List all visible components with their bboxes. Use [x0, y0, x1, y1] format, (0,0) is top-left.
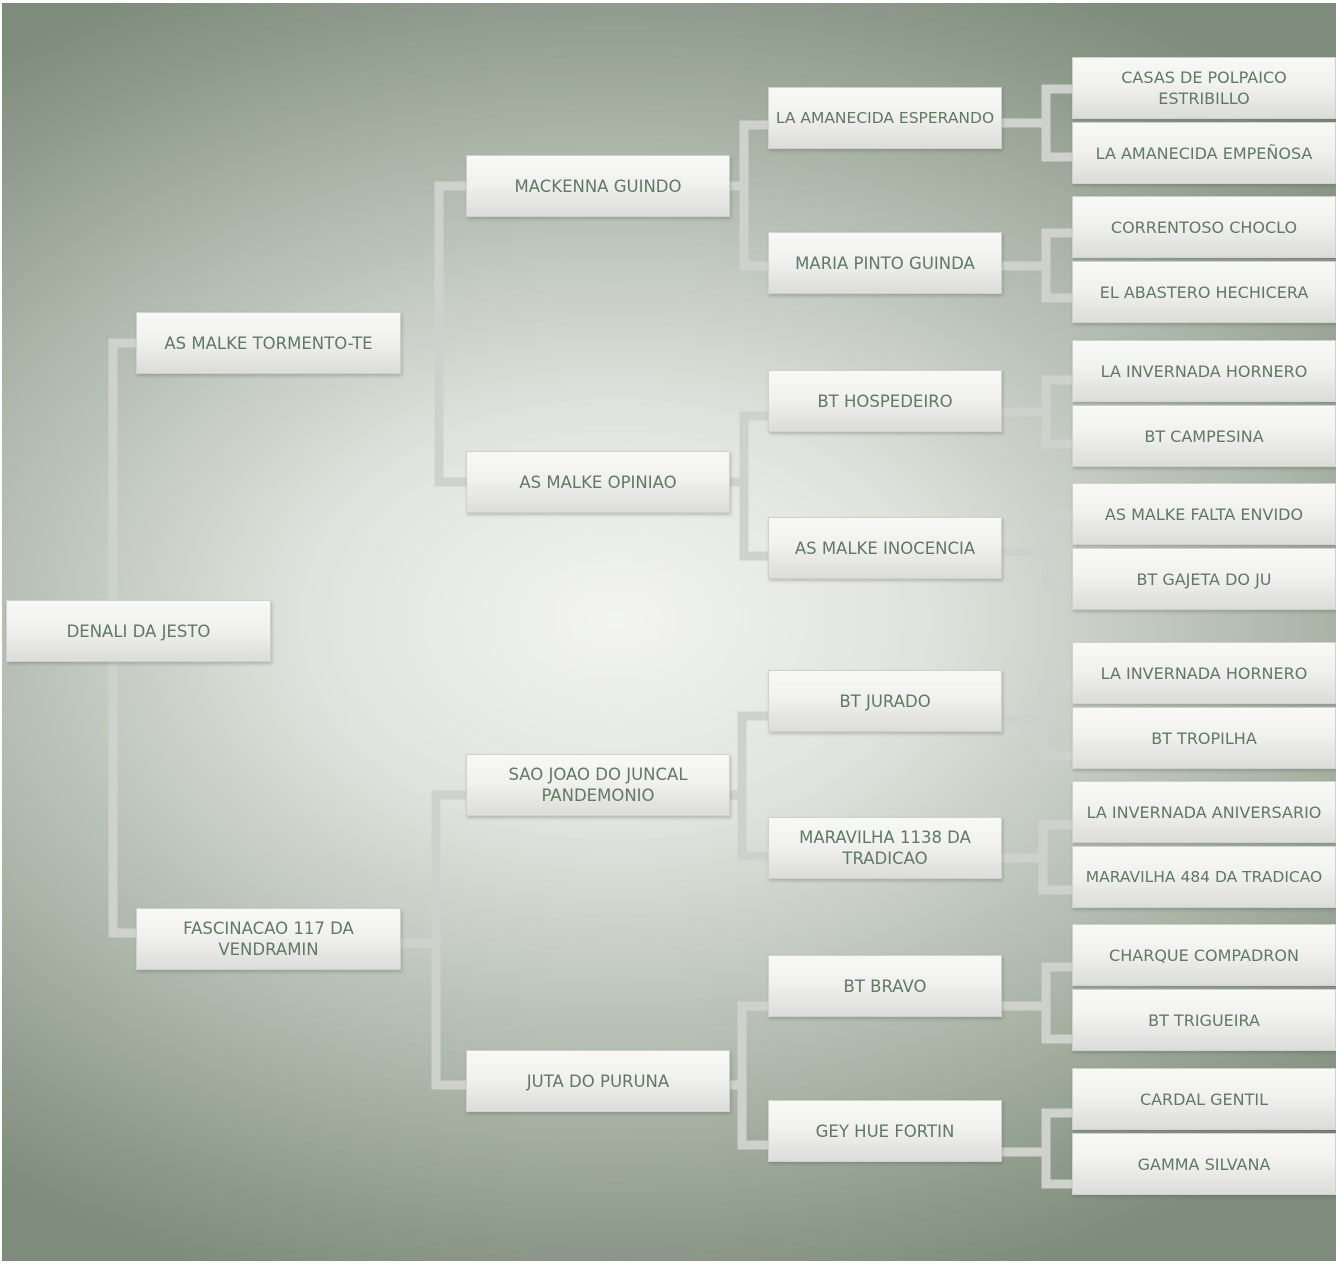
- pedigree-node-gen4-2[interactable]: LA AMANECIDA EMPEÑOSA: [1072, 122, 1336, 184]
- pedigree-chart: DENALI DA JESTO AS MALKE TORMENTO-TE FAS…: [2, 3, 1336, 1261]
- pedigree-node-gen4-15[interactable]: CARDAL GENTIL: [1072, 1068, 1336, 1130]
- pedigree-node-gen4-12[interactable]: MARAVILHA 484 DA TRADICAO: [1072, 846, 1336, 908]
- node-label: GAMMA SILVANA: [1137, 1154, 1271, 1174]
- node-label: DENALI DA JESTO: [66, 621, 211, 641]
- pedigree-node-dam-sire[interactable]: SAO JOAO DO JUNCAL PANDEMONIO: [466, 754, 730, 816]
- node-label: AS MALKE TORMENTO-TE: [164, 333, 373, 353]
- node-label: JUTA DO PURUNA: [526, 1071, 670, 1091]
- node-label: CHARQUE COMPADRON: [1109, 945, 1299, 965]
- pedigree-node-gen4-7[interactable]: AS MALKE FALTA ENVIDO: [1072, 483, 1336, 545]
- pedigree-node-gen4-4[interactable]: EL ABASTERO HECHICERA: [1072, 261, 1336, 323]
- node-label: LA INVERNADA ANIVERSARIO: [1086, 802, 1322, 822]
- node-label: FASCINACAO 117 DA VENDRAMIN: [183, 919, 354, 959]
- pedigree-node-dam-dam-sire[interactable]: BT BRAVO: [768, 955, 1002, 1017]
- node-label: AS MALKE OPINIAO: [519, 472, 677, 492]
- node-label: LA AMANECIDA EMPEÑOSA: [1095, 143, 1313, 163]
- node-label: GEY HUE FORTIN: [815, 1121, 955, 1141]
- node-label: MACKENNA GUINDO: [514, 176, 682, 196]
- pedigree-node-dam-sire-dam[interactable]: MARAVILHA 1138 DA TRADICAO: [768, 817, 1002, 879]
- node-label: MARIA PINTO GUINDA: [795, 253, 975, 273]
- pedigree-node-sire-dam[interactable]: AS MALKE OPINIAO: [466, 451, 730, 513]
- node-label: LA INVERNADA HORNERO: [1100, 361, 1308, 381]
- node-label: LA AMANECIDA ESPERANDO: [775, 108, 995, 127]
- node-label: CARDAL GENTIL: [1139, 1089, 1269, 1109]
- node-label: MARAVILHA 1138 DA TRADICAO: [799, 828, 971, 868]
- pedigree-node-dam-dam[interactable]: JUTA DO PURUNA: [466, 1050, 730, 1112]
- pedigree-node-gen4-16[interactable]: GAMMA SILVANA: [1072, 1133, 1336, 1195]
- pedigree-connectors: [108, 84, 1077, 1189]
- pedigree-node-dam[interactable]: FASCINACAO 117 DA VENDRAMIN: [136, 908, 401, 970]
- pedigree-node-gen4-8[interactable]: BT GAJETA DO JU: [1072, 548, 1336, 610]
- pedigree-node-sire-sire-sire[interactable]: LA AMANECIDA ESPERANDO: [768, 87, 1002, 149]
- node-label: SAO JOAO DO JUNCAL PANDEMONIO: [508, 765, 688, 805]
- pedigree-node-gen4-1[interactable]: CASAS DE POLPAICO ESTRIBILLO: [1072, 57, 1336, 119]
- pedigree-node-gen4-9[interactable]: LA INVERNADA HORNERO: [1072, 642, 1336, 704]
- pedigree-node-sire-dam-dam[interactable]: AS MALKE INOCENCIA: [768, 517, 1002, 579]
- pedigree-node-gen4-3[interactable]: CORRENTOSO CHOCLO: [1072, 196, 1336, 258]
- pedigree-node-gen4-11[interactable]: LA INVERNADA ANIVERSARIO: [1072, 781, 1336, 843]
- node-label: LA INVERNADA HORNERO: [1100, 663, 1308, 683]
- pedigree-node-sire-dam-sire[interactable]: BT HOSPEDEIRO: [768, 370, 1002, 432]
- node-label: AS MALKE INOCENCIA: [794, 538, 976, 558]
- pedigree-node-dam-dam-dam[interactable]: GEY HUE FORTIN: [768, 1100, 1002, 1162]
- node-label: BT TRIGUEIRA: [1148, 1010, 1260, 1030]
- node-label: BT JURADO: [839, 691, 931, 711]
- node-label: MARAVILHA 484 DA TRADICAO: [1085, 867, 1323, 886]
- node-label: BT TROPILHA: [1151, 728, 1257, 748]
- pedigree-node-gen4-10[interactable]: BT TROPILHA: [1072, 707, 1336, 769]
- node-label: CORRENTOSO CHOCLO: [1110, 217, 1298, 237]
- pedigree-node-dam-sire-sire[interactable]: BT JURADO: [768, 670, 1002, 732]
- node-label: BT BRAVO: [843, 976, 927, 996]
- node-label: AS MALKE FALTA ENVIDO: [1104, 504, 1304, 524]
- pedigree-node-gen4-6[interactable]: BT CAMPESINA: [1072, 405, 1336, 467]
- node-label: EL ABASTERO HECHICERA: [1099, 282, 1309, 302]
- node-label: BT HOSPEDEIRO: [817, 391, 953, 411]
- pedigree-node-sire-sire[interactable]: MACKENNA GUINDO: [466, 155, 730, 217]
- pedigree-node-gen4-14[interactable]: BT TRIGUEIRA: [1072, 989, 1336, 1051]
- pedigree-node-gen4-13[interactable]: CHARQUE COMPADRON: [1072, 924, 1336, 986]
- node-label: CASAS DE POLPAICO ESTRIBILLO: [1121, 68, 1287, 108]
- node-label: BT CAMPESINA: [1144, 426, 1264, 446]
- node-label: BT GAJETA DO JU: [1136, 569, 1272, 589]
- pedigree-node-gen4-5[interactable]: LA INVERNADA HORNERO: [1072, 340, 1336, 402]
- pedigree-node-sire-sire-dam[interactable]: MARIA PINTO GUINDA: [768, 232, 1002, 294]
- pedigree-node-sire[interactable]: AS MALKE TORMENTO-TE: [136, 312, 401, 374]
- pedigree-node-subject[interactable]: DENALI DA JESTO: [6, 600, 271, 662]
